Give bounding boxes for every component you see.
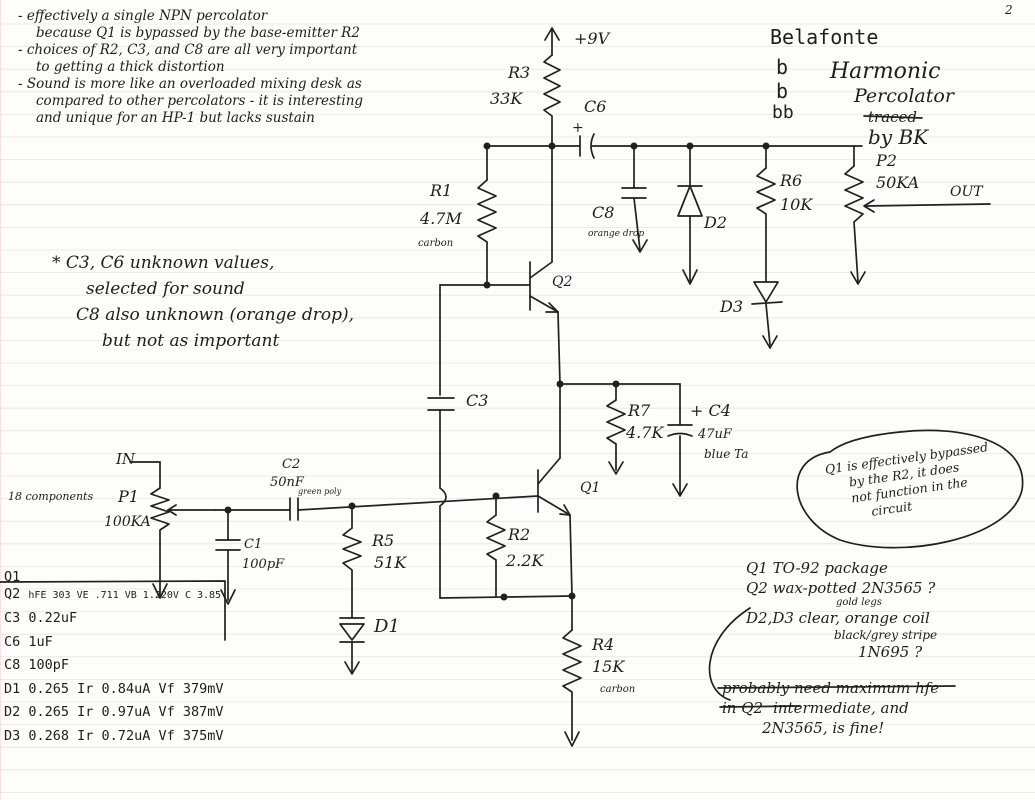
p2-value: 50KA [876, 173, 919, 192]
measure-row-d3: D3 0.268 Ir 0.72uA Vf 375mV [4, 727, 224, 744]
component-labels: +9V R3 33K C6 + R1 4.7M carbon C8 orange… [8, 3, 1013, 695]
note-line: - choices of R2, C3, and C8 are all very… [18, 42, 358, 58]
note-line: - effectively a single NPN percolator [18, 8, 268, 24]
conclusion-notes: probably need maximum hfe in Q2 intermed… [722, 678, 939, 738]
design-notes: - effectively a single NPN percolator be… [18, 8, 363, 127]
p2-ref: P2 [875, 151, 897, 170]
measure-row-d1: D1 0.265 Ir 0.84uA Vf 379mV [4, 680, 224, 697]
c1-value: 100pF [242, 557, 285, 572]
d3-ref: D3 [719, 297, 743, 316]
r1-value: 4.7M [419, 209, 462, 228]
note-line: gold legs [836, 597, 882, 608]
c2-value: 50nF [270, 475, 305, 490]
c4-ref: + C4 [690, 401, 731, 420]
measure-row-d2: D2 0.265 Ir 0.97uA Vf 387mV [4, 704, 224, 720]
r6-ref: R6 [779, 171, 802, 190]
note-line: Q2 wax-potted 2N3565 ? [746, 579, 936, 597]
conclusion-row: in Q2 intermediate, and [722, 698, 939, 718]
p1-value: 100KA [104, 514, 151, 530]
r4-ref: R4 [591, 635, 614, 654]
d1-ref: D1 [373, 616, 400, 637]
c6-ref: C6 [584, 97, 606, 116]
r7-value: 4.7K [625, 423, 664, 442]
note-line: and unique for an HP-1 but lacks sustain [36, 110, 315, 126]
supply-label: +9V [574, 29, 611, 48]
r5-ref: R5 [371, 531, 394, 550]
package-notes: Q1 TO-92 package Q2 wax-potted 2N3565 ? … [746, 558, 937, 662]
d2-ref: D2 [703, 213, 727, 232]
measurement-table: Q1 Q2 hFE 303 VE .711 VB 1.220V C 3.85 C… [4, 566, 223, 748]
unknown-values-note: * C3, C6 unknown values, selected for so… [52, 250, 354, 354]
b-mark-3: bb [772, 102, 794, 123]
input-label: IN [115, 450, 136, 468]
c2-ref: C2 [282, 457, 300, 472]
title-line-1: Harmonic [829, 59, 940, 84]
c4-value: 47uF [697, 427, 733, 442]
note-line: to getting a thick distortion [36, 59, 225, 75]
wiring [0, 27, 1024, 747]
c8-note: orange drop [588, 229, 644, 239]
r5-value: 51K [374, 553, 407, 572]
r4-value: 15K [592, 657, 625, 676]
b-mark-1: b [776, 55, 788, 79]
measure-row-c3: C3 0.22uF [4, 610, 78, 626]
note-line: intermediate, and [773, 699, 909, 717]
c1-ref: C1 [244, 537, 262, 552]
note-line: compared to other percolators - it is in… [36, 93, 364, 109]
component-count: 18 components [8, 490, 93, 503]
title-line-2: Percolator [853, 85, 956, 107]
r1-note: carbon [418, 238, 453, 249]
r2-value: 2.2K [505, 551, 544, 570]
measure-row-q2: Q2 hFE 303 VE .711 VB 1.220V C 3.85 [4, 585, 222, 602]
c4-note: blue Ta [704, 447, 748, 461]
r7-ref: R7 [627, 401, 651, 420]
q1-ref: Q1 [580, 480, 600, 496]
measure-row-c6: C6 1uF [4, 633, 53, 650]
note-line: 1N695 ? [858, 643, 923, 661]
b-mark-2: b [776, 79, 788, 103]
output-label: OUT [950, 184, 984, 200]
ruled-lines [0, 23, 1035, 793]
c8-ref: C8 [592, 203, 614, 222]
r3-ref: R3 [507, 63, 530, 82]
note-line: because Q1 is bypassed by the base-emitt… [36, 25, 360, 41]
r4-note: carbon [600, 684, 635, 695]
brand-name: Belafonte [770, 25, 878, 49]
c3-ref: C3 [466, 391, 488, 410]
note-line: - Sound is more like an overloaded mixin… [18, 76, 362, 92]
r6-value: 10K [780, 195, 813, 214]
p1-ref: P1 [117, 487, 139, 506]
note-line: D2,D3 clear, orange coil [746, 609, 930, 627]
svg-text:+: + [572, 120, 584, 136]
note-line: C8 also unknown (orange drop), [76, 305, 355, 325]
note-line: Q1 TO-92 package [746, 559, 888, 577]
note-line: black/grey stripe [834, 628, 938, 642]
q2-ref: Q2 [552, 274, 572, 290]
c2-note: green poly [298, 487, 342, 496]
r3-value: 33K [490, 89, 523, 108]
note-line: selected for sound [86, 279, 245, 299]
page-number: 2 [1004, 3, 1013, 17]
r1-ref: R1 [429, 181, 452, 200]
struck-line: in Q2 [722, 699, 764, 717]
measure-row-q1: Q1 [4, 569, 21, 585]
traced-struck: traced [868, 108, 917, 126]
r2-ref: R2 [507, 525, 530, 544]
struck-line: probably need maximum hfe [722, 679, 940, 697]
note-line: but not as important [102, 331, 280, 351]
title-block: Belafonte b b bb Harmonic Percolator tra… [770, 25, 956, 149]
note-line: * C3, C6 unknown values, [52, 253, 275, 273]
measure-row-c8: C8 100pF [4, 657, 70, 673]
traced-by: by BK [868, 125, 929, 149]
junction-dots [224, 142, 770, 601]
note-line: 2N3565, is fine! [762, 719, 885, 737]
